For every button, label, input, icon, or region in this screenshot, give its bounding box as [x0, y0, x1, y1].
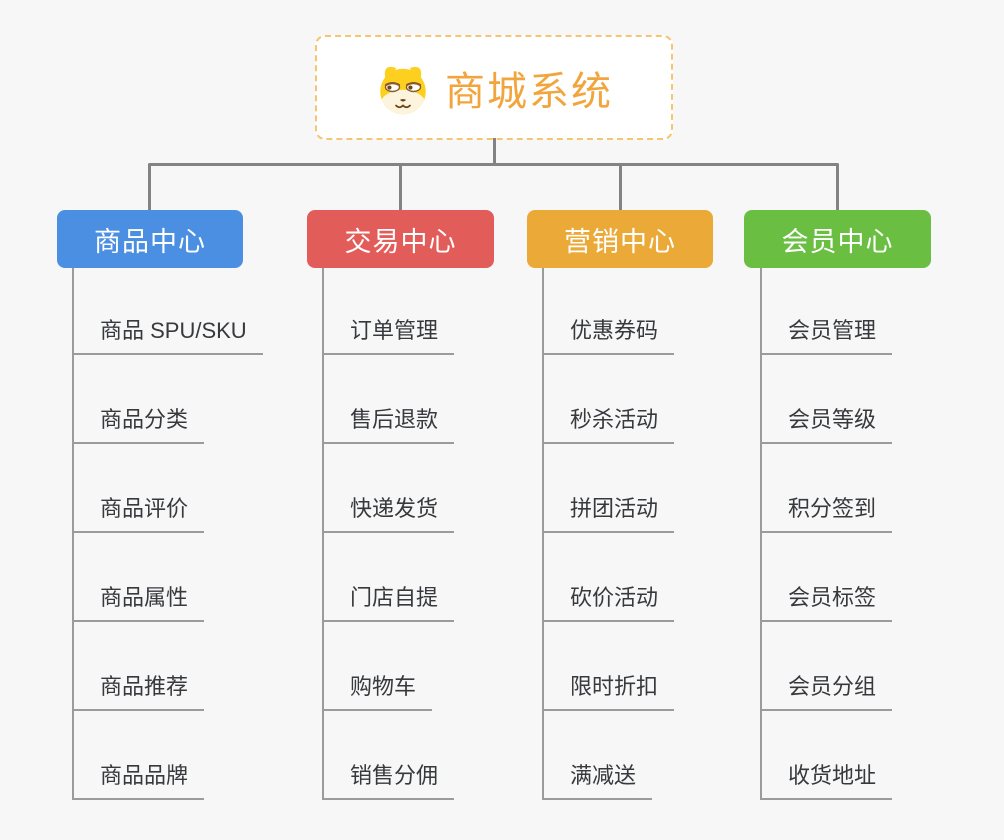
leaf-node[interactable]: 商品推荐 — [72, 673, 205, 711]
doge-icon — [380, 66, 426, 114]
leaf-node[interactable]: 商品品牌 — [72, 762, 205, 800]
branch-column-marketing: 优惠券码 秒杀活动 拼团活动 砍价活动 限时折扣 满减送 — [542, 268, 744, 800]
leaf-node[interactable]: 优惠券码 — [542, 317, 675, 355]
leaf-node[interactable]: 售后退款 — [322, 406, 455, 444]
leaf-node[interactable]: 会员标签 — [760, 584, 893, 622]
branch-node-product-center[interactable]: 商品中心 — [57, 210, 243, 268]
leaf-node[interactable]: 购物车 — [322, 673, 433, 711]
leaf-node[interactable]: 快递发货 — [322, 495, 455, 533]
branch-column-member: 会员管理 会员等级 积分签到 会员标签 会员分组 收货地址 — [760, 268, 962, 800]
connector-drop-line — [836, 164, 839, 211]
leaf-node[interactable]: 秒杀活动 — [542, 406, 675, 444]
leaf-node[interactable]: 销售分佣 — [322, 762, 455, 800]
leaf-node[interactable]: 商品属性 — [72, 584, 205, 622]
branch-column-trade: 订单管理 售后退款 快递发货 门店自提 购物车 销售分佣 — [322, 268, 524, 800]
leaf-node[interactable]: 拼团活动 — [542, 495, 675, 533]
leaf-node[interactable]: 订单管理 — [322, 317, 455, 355]
leaf-node[interactable]: 会员分组 — [760, 673, 893, 711]
leaf-node[interactable]: 商品分类 — [72, 406, 205, 444]
branch-node-member-center[interactable]: 会员中心 — [744, 210, 931, 268]
branch-node-marketing-center[interactable]: 营销中心 — [527, 210, 713, 268]
branch-node-trade-center[interactable]: 交易中心 — [307, 210, 494, 268]
connector-bus-line — [148, 163, 839, 166]
leaf-node[interactable]: 限时折扣 — [542, 673, 675, 711]
root-node-mall-system[interactable]: 商城系统 — [315, 35, 673, 140]
leaf-node[interactable]: 会员管理 — [760, 317, 893, 355]
root-stub-line — [493, 138, 496, 165]
leaf-node[interactable]: 砍价活动 — [542, 584, 675, 622]
leaf-node[interactable]: 门店自提 — [322, 584, 455, 622]
leaf-node[interactable]: 会员等级 — [760, 406, 893, 444]
connector-drop-line — [399, 164, 402, 211]
leaf-node[interactable]: 积分签到 — [760, 495, 893, 533]
connector-drop-line — [619, 164, 622, 211]
leaf-node[interactable]: 商品评价 — [72, 495, 205, 533]
leaf-node[interactable]: 满减送 — [542, 762, 653, 800]
branch-column-product: 商品 SPU/SKU 商品分类 商品评价 商品属性 商品推荐 商品品牌 — [72, 268, 274, 800]
leaf-node[interactable]: 商品 SPU/SKU — [72, 317, 263, 355]
connector-drop-line — [148, 164, 151, 211]
root-title: 商城系统 — [445, 69, 613, 114]
leaf-node[interactable]: 收货地址 — [760, 762, 893, 800]
